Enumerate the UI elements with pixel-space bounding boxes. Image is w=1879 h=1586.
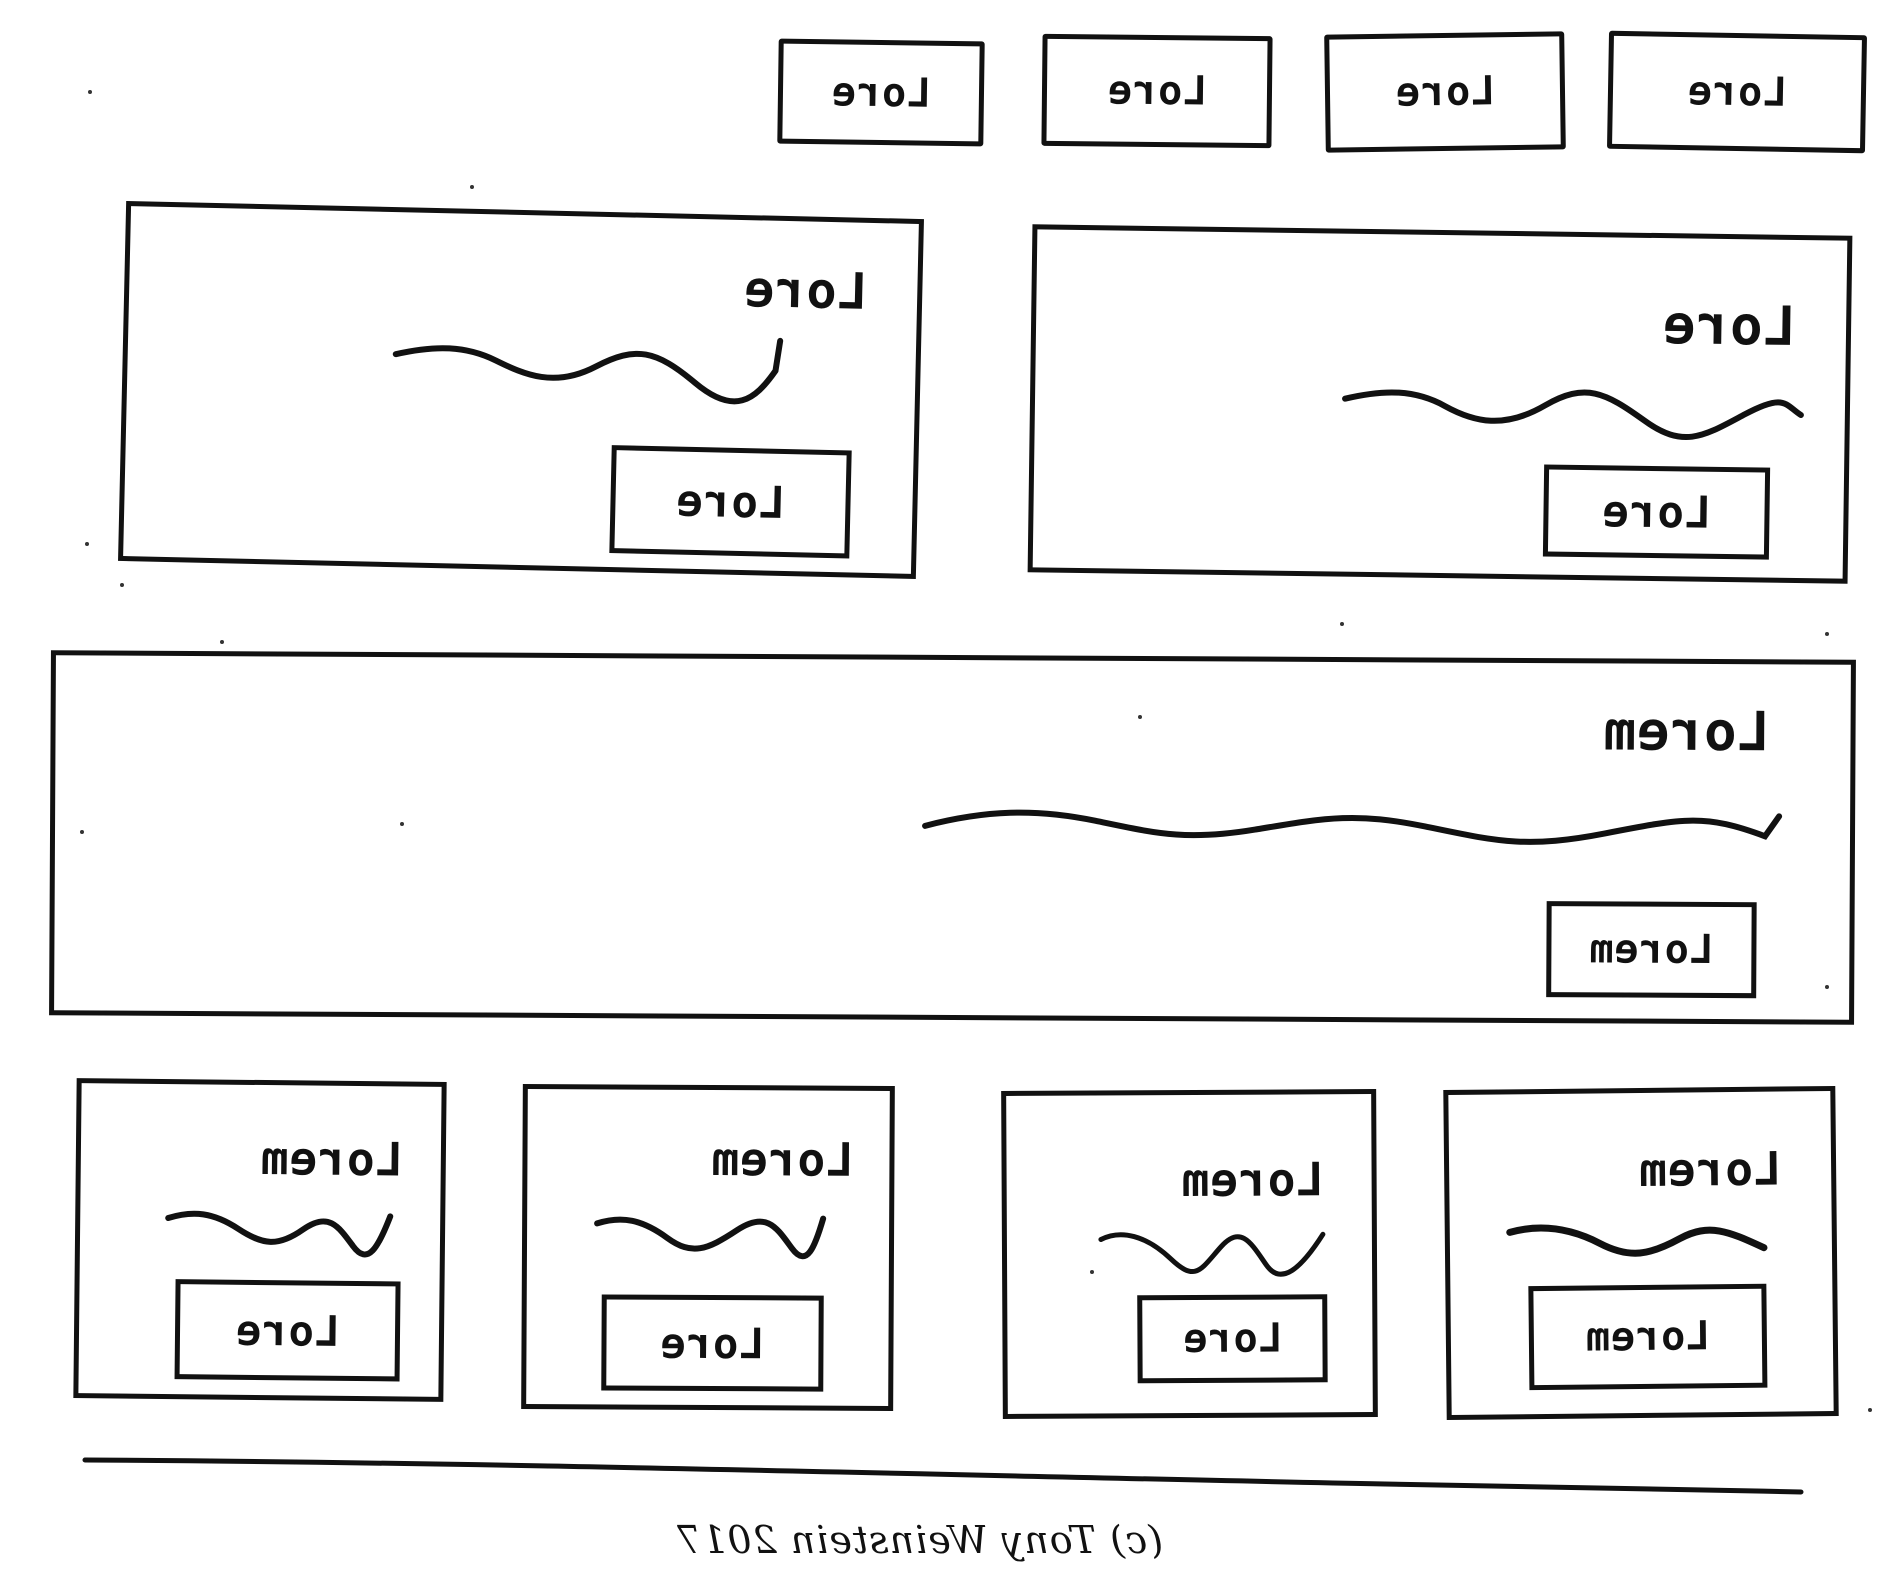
hero-card-right-heading: Lore [1661,293,1797,358]
hero-card-right-text-squiggle [1342,389,1804,440]
paper-speck [120,583,124,587]
nav-button-3-label: Lore [1394,68,1496,116]
small-card-3-text-squiggle [1098,1231,1326,1277]
small-card-1-heading: Lorem [259,1130,404,1187]
hero-card-left-button[interactable]: Lore [609,445,852,559]
small-card-2-button-label: Lore [659,1318,766,1368]
paper-speck [220,640,224,644]
small-card-4-button-label: Lorem [1584,1313,1711,1361]
copyright-text: (c) Tony Weinstein 2017 [676,1518,1164,1562]
small-card-4-button[interactable]: Lorem [1528,1283,1768,1391]
footer-divider [82,1457,1804,1495]
small-card-3-button-label: Lore [1182,1315,1283,1363]
nav-button-4[interactable]: Lore [1606,30,1868,154]
paper-speck [1090,1270,1094,1274]
small-card-3-button[interactable]: Lore [1137,1294,1328,1384]
paper-speck [1825,632,1829,636]
hero-card-right-button-label: Lore [1601,485,1712,539]
banner: Lorem Lorem [49,650,1856,1025]
copyright-notice: (c) Tony Weinstein 2017 [630,1505,1210,1575]
nav-button-2[interactable]: Lore [1041,33,1273,149]
paper-speck [85,542,89,546]
paper-speck [400,822,404,826]
hero-card-left: Lore Lore [118,200,924,580]
nav-button-4-label: Lore [1686,68,1788,116]
paper-speck [470,185,474,189]
paper-speck [1340,622,1344,626]
banner-heading: Lorem [1602,699,1771,764]
nav-button-1[interactable]: Lore [777,38,985,147]
small-card-2-heading: Lorem [709,1132,854,1187]
small-card-4-heading: Lorem [1637,1141,1782,1198]
small-card-4: Lorem Lorem [1443,1085,1839,1421]
banner-button[interactable]: Lorem [1546,901,1757,999]
nav-button-3[interactable]: Lore [1324,31,1566,153]
small-card-2-button[interactable]: Lore [601,1294,824,1392]
hero-card-right-button[interactable]: Lore [1542,464,1771,560]
small-card-3: Lorem Lore [1001,1089,1378,1419]
small-card-2: Lorem Lore [521,1084,895,1411]
small-card-2-text-squiggle [594,1215,827,1259]
banner-button-label: Lorem [1588,926,1715,973]
paper-speck [88,90,92,94]
paper-speck [1138,715,1142,719]
paper-speck [1825,985,1829,989]
hero-card-right: Lore Lore [1027,224,1853,584]
paper-speck [80,830,84,834]
small-card-1-text-squiggle [165,1210,394,1258]
nav-button-2-label: Lore [1106,67,1208,115]
small-card-1-button[interactable]: Lore [174,1279,401,1382]
small-card-1: Lorem Lore [73,1078,447,1402]
hero-card-left-heading: Lore [742,260,868,321]
hero-card-left-text-squiggle [392,337,784,405]
nav-button-1-label: Lore [830,68,932,117]
small-card-1-button-label: Lore [234,1305,341,1356]
banner-text-squiggle [922,809,1783,845]
small-card-3-heading: Lorem [1179,1152,1324,1208]
small-card-4-text-squiggle [1506,1224,1768,1257]
hero-card-left-button-label: Lore [674,475,787,529]
paper-speck [1868,1408,1872,1412]
